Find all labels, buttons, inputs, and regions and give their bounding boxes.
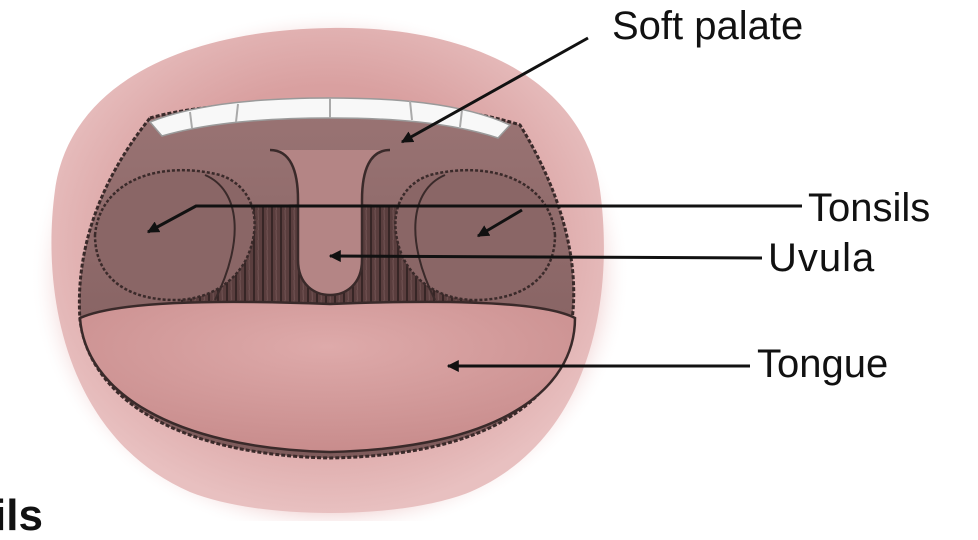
- left-tonsil: [95, 170, 255, 300]
- label-tonsils: Tonsils: [808, 188, 930, 228]
- right-tonsil: [395, 170, 555, 300]
- label-cropped-text: ils: [0, 494, 43, 538]
- label-soft-palate: Soft palate: [612, 6, 803, 46]
- label-uvula: Uvula: [768, 238, 875, 278]
- label-tongue: Tongue: [757, 344, 888, 384]
- uvula-pointer: [330, 256, 762, 258]
